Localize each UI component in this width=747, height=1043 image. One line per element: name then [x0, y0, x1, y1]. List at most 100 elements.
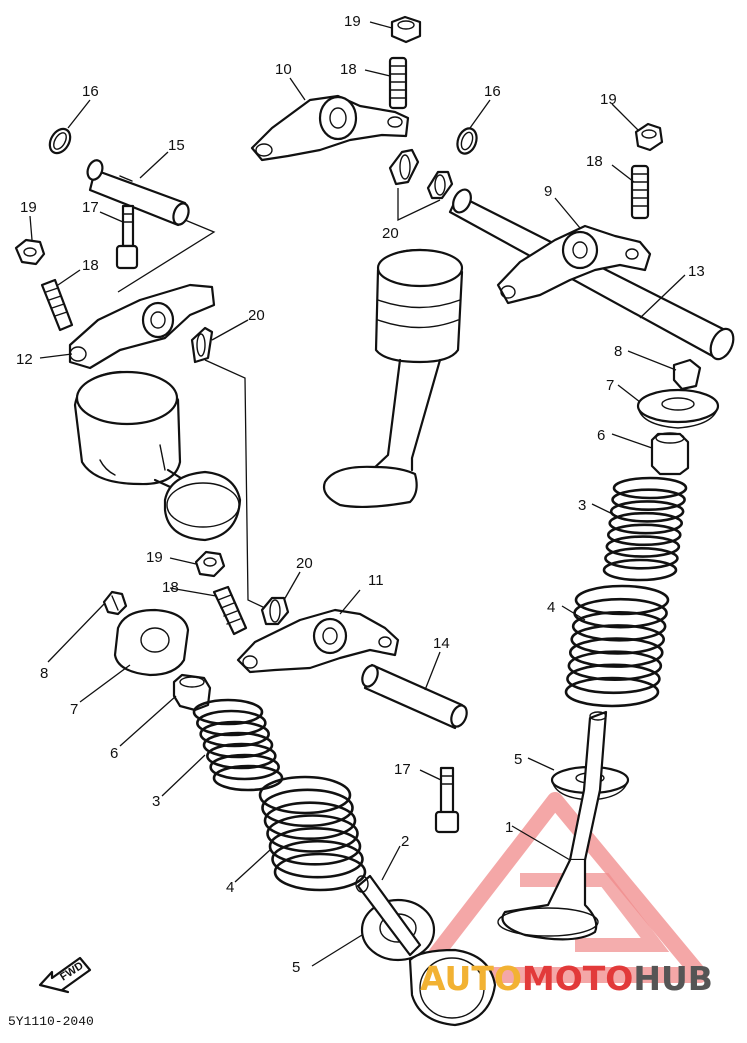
part-label-15: 15	[168, 137, 185, 154]
spring-coil	[564, 676, 660, 708]
part-label-10: 10	[275, 61, 292, 78]
o-ring-part	[456, 127, 478, 155]
inner-spring-part	[192, 698, 284, 792]
adjuster-screw-part	[388, 56, 408, 110]
part-label-3: 3	[152, 793, 160, 810]
part-label-16: 16	[484, 83, 501, 100]
intake-valve-part	[355, 874, 497, 1027]
spring-coil	[273, 852, 367, 892]
part-label-8: 8	[614, 343, 622, 360]
part-label-2: 2	[401, 833, 409, 850]
part-label-17: 17	[82, 199, 99, 216]
valve-stem-seal-part	[172, 673, 212, 712]
part-label-4: 4	[547, 599, 555, 616]
spring-coil	[261, 788, 354, 828]
part-label-19: 19	[146, 549, 163, 566]
rocker-shaft-part	[361, 663, 468, 730]
leader-lines	[29, 21, 686, 967]
watermark-text-auto: AUTO	[420, 959, 522, 998]
adjuster-screw-part	[212, 585, 248, 636]
spring-coil	[266, 814, 359, 853]
spring-coil	[271, 839, 364, 879]
part-label-13: 13	[688, 263, 705, 280]
spring-coil	[568, 637, 664, 668]
o-ring-part	[48, 127, 72, 155]
watermark-text-moto: MOTO	[522, 959, 633, 998]
spring-coil	[608, 511, 684, 535]
part-label-9: 9	[544, 183, 552, 200]
spring-coil	[199, 720, 270, 748]
part-label-12: 12	[16, 351, 33, 368]
nut-part	[390, 15, 422, 44]
spring-coil	[209, 753, 280, 781]
spring-coil	[574, 584, 670, 616]
spring-coil	[263, 801, 357, 840]
nut-part	[634, 122, 664, 152]
part-label-5: 5	[292, 959, 300, 976]
part-label-19: 19	[600, 91, 617, 108]
spring-retainer-part	[636, 388, 720, 429]
spring-coil	[566, 663, 661, 695]
part-label-18: 18	[586, 153, 603, 170]
part-label-18: 18	[162, 579, 179, 596]
exhaust-valve-part	[497, 710, 608, 941]
part-label-7: 7	[606, 377, 614, 394]
nut-part	[194, 550, 226, 578]
spring-coil	[605, 535, 681, 558]
part-label-5: 5	[514, 751, 522, 768]
valve-cotter-part	[102, 590, 128, 616]
valve-lifter-part	[322, 248, 464, 508]
washer-part	[260, 596, 290, 626]
part-label-1: 1	[505, 819, 513, 836]
spring-coil	[196, 709, 267, 737]
watermark-text-hub: HUB	[633, 959, 713, 998]
part-label-17: 17	[394, 761, 411, 778]
rocker-arm-part	[250, 94, 410, 162]
part-label-19: 19	[20, 199, 37, 216]
part-label-16: 16	[82, 83, 99, 100]
washer-part	[388, 148, 420, 186]
adjuster-screw-part	[40, 278, 74, 332]
part-label-20: 20	[248, 307, 265, 324]
part-label-18: 18	[340, 61, 357, 78]
part-number-labels: 1 2 3 3 4 4 5 5 6 6 7 7 8 8 9 10 11 12 1…	[16, 13, 705, 976]
spring-coil	[206, 742, 277, 770]
part-label-20: 20	[296, 555, 313, 572]
spring-coil	[604, 546, 679, 570]
spring-coil	[611, 488, 686, 512]
rocker-arm-part	[496, 224, 652, 305]
rocker-arm-part	[68, 283, 216, 370]
part-label-18: 18	[82, 257, 99, 274]
rocker-arm-part	[236, 608, 400, 674]
adjuster-screw-part	[630, 164, 650, 220]
part-label-6: 6	[597, 427, 605, 444]
bolt-part	[115, 204, 139, 270]
nut-part	[14, 238, 46, 266]
part-label-3: 3	[578, 497, 586, 514]
part-label-14: 14	[433, 635, 450, 652]
part-label-8: 8	[40, 665, 48, 682]
valve-cotter-part	[672, 358, 702, 391]
part-label-19: 19	[344, 13, 361, 30]
part-label-4: 4	[226, 879, 234, 896]
part-label-20: 20	[382, 225, 399, 242]
spring-coil	[571, 610, 667, 642]
rocker-shaft-part	[448, 188, 735, 361]
valve-stem-seal-part	[650, 432, 690, 476]
spring-retainer-part	[113, 608, 190, 677]
spring-coil	[268, 827, 362, 866]
spring-coil	[606, 523, 682, 547]
spring-coil	[612, 476, 688, 500]
washer-part	[426, 170, 454, 200]
spring-coil	[192, 698, 264, 726]
bolt-part	[434, 766, 460, 834]
spring-coil	[212, 764, 284, 792]
spring-coil	[258, 775, 352, 815]
watermark: AUTOMOTOHUB	[420, 959, 713, 998]
valve-lifter-part	[73, 370, 242, 542]
part-label-7: 7	[70, 701, 78, 718]
spring-coil	[602, 558, 678, 582]
spring-coil	[567, 650, 663, 682]
part-label-11: 11	[368, 572, 384, 589]
